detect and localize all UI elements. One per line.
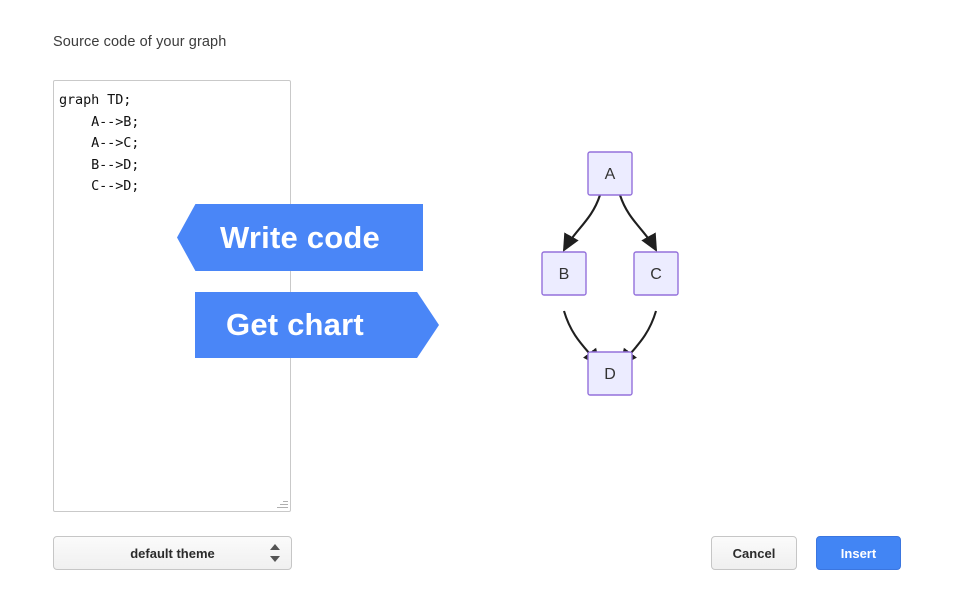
- graph-node-a-box: [587, 151, 633, 196]
- source-code-text[interactable]: graph TD; A-->B; A-->C; B-->D; C-->D;: [59, 92, 140, 194]
- graph-node-b-box: [541, 251, 587, 296]
- banner-write-code: Write code: [177, 204, 423, 271]
- graph-node-c: C: [633, 251, 679, 296]
- graph-node-b-label: B: [559, 266, 570, 283]
- graph-node-d-label: D: [604, 366, 616, 383]
- graph-preview: A B C D: [500, 130, 780, 420]
- banner-get-chart-label: Get chart: [226, 307, 364, 342]
- banner-write-code-label: Write code: [220, 219, 380, 255]
- graph-svg: A B C D: [541, 151, 679, 396]
- insert-button[interactable]: Insert: [816, 536, 901, 570]
- edge-a-c: [619, 194, 658, 252]
- theme-select[interactable]: default theme: [53, 536, 292, 570]
- graph-node-a: A: [587, 151, 633, 196]
- stepper-updown-icon[interactable]: [270, 544, 281, 562]
- page-title: Source code of your graph: [53, 34, 227, 50]
- resize-grip-icon[interactable]: [276, 497, 288, 509]
- cancel-button[interactable]: Cancel: [711, 536, 797, 570]
- graph-node-b: B: [541, 251, 587, 296]
- banner-get-chart: Get chart: [195, 292, 439, 358]
- graph-node-c-box: [633, 251, 679, 296]
- theme-select-value: default theme: [130, 545, 215, 561]
- graph-node-a-label: A: [605, 166, 616, 183]
- graph-node-c-label: C: [650, 266, 662, 283]
- graph-node-d-box: [587, 351, 633, 396]
- graph-node-d: D: [587, 351, 633, 396]
- edge-a-b: [562, 194, 601, 252]
